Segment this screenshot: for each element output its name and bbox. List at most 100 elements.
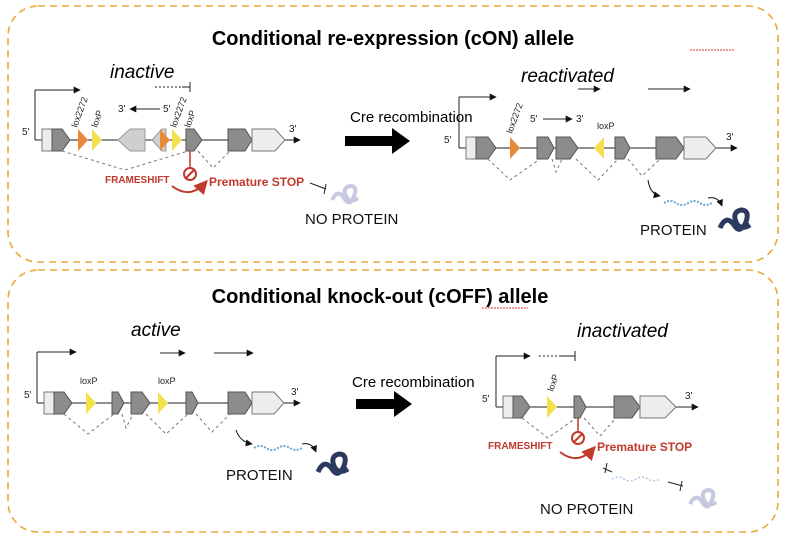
promoter-arrow-icon — [458, 93, 497, 148]
panel-con-border — [7, 5, 779, 263]
coff-loxp-label-1: loxP — [80, 376, 98, 386]
after-three-arrow-label: 3' — [576, 114, 584, 125]
coff-cre-label: Cre recombination — [352, 374, 475, 391]
con-after-construct: reactivated 5' 3' lox2272 5' 3' loxP — [444, 66, 752, 239]
coff-after-exon-3 — [613, 395, 641, 419]
exon-3 — [227, 128, 253, 152]
exon-2-after — [614, 136, 631, 160]
protein-coil-icon-faded — [688, 487, 718, 509]
coff-after-splice-1 — [521, 417, 577, 439]
splice-after-2 — [551, 158, 563, 174]
mrna-wave-icon — [253, 445, 303, 451]
con-premature-stop: Premature STOP — [209, 175, 304, 189]
after-five-arrow-label: 5' — [530, 114, 538, 125]
con-frameshift: FRAMESHIFT — [105, 175, 169, 186]
splice-after-4 — [627, 158, 661, 177]
splice-after-3 — [575, 158, 619, 181]
exon-1 — [51, 128, 71, 152]
coff-after-construct: inactivated 5' 3' loxP — [482, 321, 718, 518]
inhibit-bar — [323, 183, 327, 195]
mrna-wave-icon — [663, 200, 713, 206]
coff-after-loxp — [547, 396, 557, 418]
stop-sign-icon — [571, 418, 585, 445]
label-lox2272-after: lox2272 — [504, 102, 524, 135]
inhibit-line — [309, 182, 327, 190]
loxp-site-after — [594, 137, 604, 159]
promoter-arrow-icon — [495, 352, 531, 407]
con-after-three: 3' — [726, 132, 734, 143]
protein-coil-icon — [315, 451, 350, 476]
coff-five: 5' — [24, 390, 32, 401]
panel-coff-title: Conditional knock-out (cOFF) allele — [212, 286, 549, 308]
label-loxp-2: loxP — [182, 109, 197, 129]
coff-after-loxp-label: loxP — [545, 373, 560, 393]
coff-after-exon-3-utr — [639, 395, 677, 419]
splice-line-2 — [197, 150, 231, 169]
lox2272-site-after — [510, 137, 520, 159]
coff-exon-2 — [130, 391, 151, 415]
coff-exon-1 — [53, 391, 73, 415]
coff-inhibit-line — [602, 467, 613, 473]
utr-exon-coff-after — [502, 395, 514, 419]
con-protein: PROTEIN — [640, 222, 707, 239]
coff-splice-3 — [145, 413, 189, 435]
mrna-wave-icon-faded — [611, 476, 661, 482]
coff-splice-4 — [195, 413, 231, 433]
coff-state-after: inactivated — [577, 321, 669, 342]
coff-exon-4-utr — [251, 391, 285, 415]
promoter-arrow-icon — [36, 348, 77, 403]
coff-before-construct: active 5' 3' loxP loxP — [24, 320, 350, 484]
coff-frameshift: FRAMESHIFT — [488, 441, 552, 452]
con-before-construct: inactive 5' 3' lox2272 loxP 3' — [22, 62, 398, 228]
exon-3-utr-after — [683, 136, 717, 160]
con-cre-label: Cre recombination — [350, 109, 473, 126]
cre-arrow-icon — [356, 391, 412, 417]
coff-inhibit-line-2 — [667, 481, 684, 487]
label-loxp: loxP — [89, 109, 104, 129]
coff-splice-2 — [121, 413, 134, 430]
con-state-after: reactivated — [521, 66, 615, 87]
splice-after-1 — [487, 158, 541, 181]
frameshift-arrow — [171, 179, 208, 196]
coff-after-three: 3' — [685, 391, 693, 402]
coff-three: 3' — [291, 387, 299, 398]
coff-frameshift-arrow — [559, 445, 596, 462]
curved-arrow — [647, 179, 661, 199]
utr-exon — [41, 128, 53, 152]
coff-loxp-1 — [86, 392, 96, 414]
exon-restored-2 — [555, 136, 579, 160]
exon-2 — [185, 128, 203, 152]
coff-after-exon-2 — [573, 395, 587, 419]
coff-translation-arrow — [301, 443, 317, 453]
utr-exon-coff — [43, 391, 55, 415]
con-state-before: inactive — [110, 62, 174, 83]
coff-after-exon-1 — [512, 395, 531, 419]
panel-con-title: Conditional re-expression (cON) allele — [212, 28, 574, 50]
lox2272-site — [78, 129, 88, 151]
coff-inhibit-bar-2 — [679, 480, 683, 492]
coff-protein: PROTEIN — [226, 467, 293, 484]
coff-after-five: 5' — [482, 394, 490, 405]
translation-arrow — [707, 197, 723, 207]
panel-coff-border — [7, 269, 779, 533]
coff-state-before: active — [131, 320, 181, 341]
coff-no-protein: NO PROTEIN — [540, 501, 633, 518]
panel-con: Conditional re-expression (cON) allele i… — [7, 5, 779, 263]
promoter-arrow-icon — [34, 86, 81, 140]
protein-coil-icon-faded — [330, 183, 360, 205]
exon-restored — [536, 136, 555, 160]
coff-splice-1 — [63, 413, 115, 435]
con-no-protein: NO PROTEIN — [305, 211, 398, 228]
coff-floxed-exon — [111, 391, 125, 415]
exon-3-utr — [251, 128, 286, 152]
panel-coff: Conditional knock-out (cOFF) allele acti… — [7, 269, 779, 533]
loxp-site — [92, 129, 102, 151]
con-three-prime: 3' — [289, 124, 297, 135]
con-five-prime: 5' — [22, 127, 30, 138]
coff-after-splice-2 — [583, 417, 617, 437]
coff-premature-stop: Premature STOP — [597, 440, 692, 454]
cre-arrow-icon — [345, 128, 410, 154]
inv-three-prime: 3' — [118, 104, 126, 115]
